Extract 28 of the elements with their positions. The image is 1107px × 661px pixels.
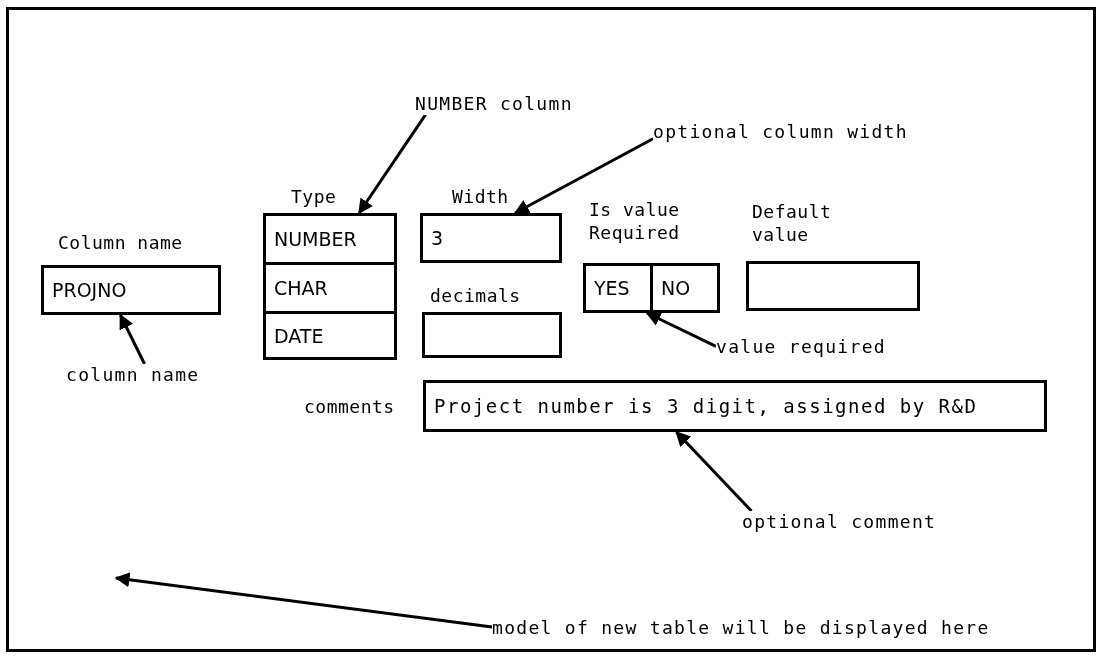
arrow [119, 313, 146, 365]
arrow [645, 311, 717, 348]
arrow [357, 113, 427, 215]
field-label: Is value Required [589, 199, 681, 244]
field-label: Type [291, 186, 338, 209]
arrow [675, 430, 753, 513]
input-field: 3 [420, 213, 562, 263]
field-label: decimals [430, 285, 522, 308]
input-field: NUMBER [263, 213, 397, 265]
callout-text: value required [716, 336, 886, 358]
field-label: Column name [58, 232, 184, 255]
input-field: Project number is 3 digit, assigned by R&D [423, 380, 1047, 432]
input-field: CHAR [263, 262, 397, 314]
input-field: DATE [263, 311, 397, 360]
callout-text: model of new table will be displayed here [492, 617, 990, 639]
field-label: comments [304, 396, 396, 419]
input-field: PROJNO [41, 265, 221, 315]
field-label: Default value [752, 201, 833, 246]
field-label: Width [452, 186, 510, 209]
callout-text: optional comment [742, 511, 937, 533]
arrow [513, 137, 654, 215]
input-field [746, 261, 920, 311]
callout-text: NUMBER column [415, 93, 573, 115]
input-field: NO [650, 263, 720, 313]
input-field [422, 312, 562, 358]
arrow [114, 572, 493, 629]
input-field: YES [583, 263, 653, 313]
callout-text: optional column width [653, 121, 908, 143]
